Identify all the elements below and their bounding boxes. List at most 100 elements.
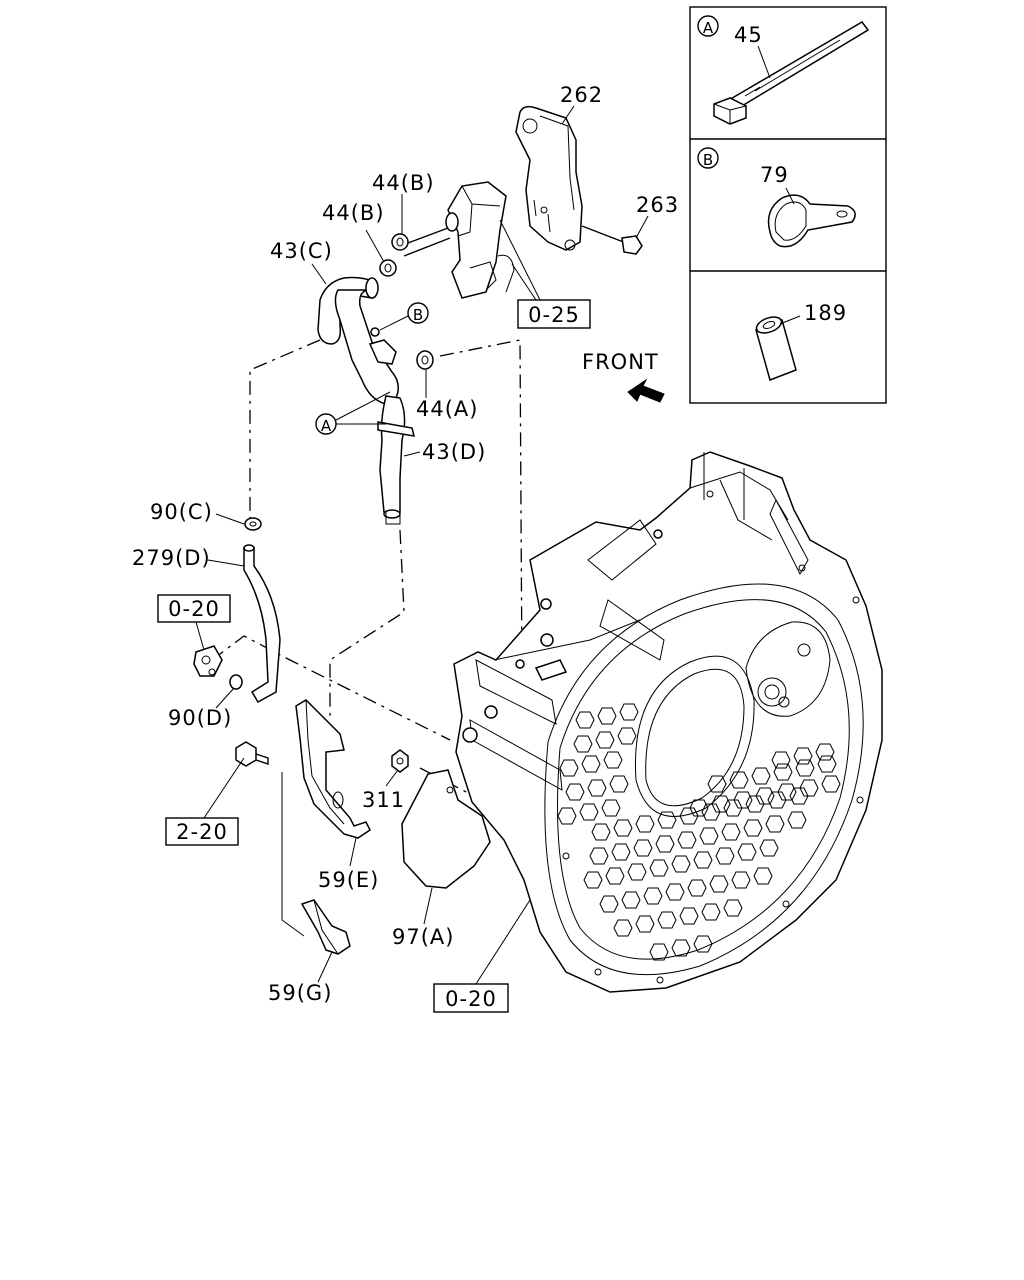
ref-2-20: 2-20 xyxy=(176,820,228,844)
grille-cell xyxy=(767,791,787,809)
front-arrow-icon xyxy=(627,378,665,403)
clamp-90d xyxy=(229,674,243,690)
grille-cell xyxy=(559,759,579,777)
grille-cell xyxy=(635,815,655,833)
grille-cell xyxy=(709,875,729,893)
grille-cell xyxy=(693,851,713,869)
grille-cell xyxy=(751,767,771,785)
valve-module xyxy=(445,181,515,299)
legend-panel: A 45 B 79 189 xyxy=(689,6,887,404)
grille-cell xyxy=(587,779,607,797)
grille-cell xyxy=(575,711,595,729)
cable-tie-icon xyxy=(713,21,870,125)
grille-cell xyxy=(687,879,707,897)
grille-cell xyxy=(599,895,619,913)
grille-cell xyxy=(591,823,611,841)
ref-box-0-25 xyxy=(517,299,591,329)
grille-cell xyxy=(693,935,713,953)
hose-43d xyxy=(379,395,406,525)
transmission-housing xyxy=(453,451,883,993)
grille-cell xyxy=(671,855,691,873)
grille-cell xyxy=(689,799,709,817)
hose-43c xyxy=(317,276,399,405)
ref-0-20-lower: 0-20 xyxy=(445,987,497,1011)
hose-cable-tie xyxy=(377,421,416,437)
grille-cell xyxy=(715,847,735,865)
callout-311: 311 xyxy=(362,788,405,812)
ref-0-20-upper: 0-20 xyxy=(168,597,220,621)
grille-cell xyxy=(799,779,819,797)
grille-cell xyxy=(665,883,685,901)
grille-cell xyxy=(701,803,721,821)
clip-icon xyxy=(767,194,856,248)
grille-cell xyxy=(753,867,773,885)
grille-cell xyxy=(583,871,603,889)
callout-90d: 90(D) xyxy=(168,706,232,730)
pipe-279d xyxy=(243,544,281,704)
grille-cell xyxy=(787,811,807,829)
grille-cell xyxy=(613,819,633,837)
grille-cell xyxy=(731,871,751,889)
ref-0-25: 0-25 xyxy=(528,303,580,327)
clamp-44b-lower xyxy=(379,259,397,277)
grille-cell xyxy=(789,787,809,805)
grille-cell xyxy=(573,735,593,753)
grille-cell xyxy=(745,795,765,813)
grille-cell xyxy=(737,843,757,861)
grille-cell xyxy=(609,775,629,793)
grille-cell xyxy=(617,727,637,745)
grille-cell xyxy=(701,903,721,921)
grille-cell xyxy=(679,907,699,925)
nut-311 xyxy=(391,749,409,773)
mark-a: A xyxy=(321,417,332,435)
grille-cell xyxy=(613,919,633,937)
callout-262: 262 xyxy=(560,83,603,107)
legend-part-79: 79 xyxy=(760,163,789,187)
grille-cell xyxy=(635,915,655,933)
plate-97a xyxy=(401,769,491,889)
pipe-fitting xyxy=(193,645,223,677)
bolt-263 xyxy=(581,225,643,255)
grille-cell xyxy=(579,803,599,821)
hose-bracket xyxy=(368,339,397,365)
bracket-262 xyxy=(515,105,583,251)
ref-box-0-20-lower xyxy=(433,983,509,1013)
bracket-59g xyxy=(300,899,351,955)
grille-cell xyxy=(679,807,699,825)
mark-b: B xyxy=(413,306,423,324)
grille-cell xyxy=(817,755,837,773)
grille-cell xyxy=(795,759,815,777)
grille-cell xyxy=(721,823,741,841)
callout-59g: 59(G) xyxy=(268,981,332,1005)
grille-cell xyxy=(707,775,727,793)
grille-cell xyxy=(765,815,785,833)
grille-cell xyxy=(557,807,577,825)
grille-cell xyxy=(755,787,775,805)
grille-cell xyxy=(723,799,743,817)
clamp-44a xyxy=(416,350,434,370)
housing-grille xyxy=(557,703,841,961)
grille-cell xyxy=(595,731,615,749)
grille-cell xyxy=(759,839,779,857)
bracket-59e xyxy=(295,699,371,839)
grille-cell xyxy=(605,867,625,885)
grille-cell xyxy=(821,775,841,793)
ref-box-2-20 xyxy=(165,817,239,846)
grille-cell xyxy=(777,783,797,801)
callout-59e: 59(E) xyxy=(318,868,379,892)
grille-cell xyxy=(601,799,621,817)
legend-part-189: 189 xyxy=(804,301,847,325)
bolt-2-20 xyxy=(235,741,269,767)
callout-44b-lower: 44(B) xyxy=(322,201,385,225)
grille-cell xyxy=(657,811,677,829)
grille-cell xyxy=(643,887,663,905)
legend-mark-b: B xyxy=(703,151,713,169)
grille-cell xyxy=(627,863,647,881)
grille-cell xyxy=(621,891,641,909)
clamp-44b-upper xyxy=(391,233,409,251)
grille-cell xyxy=(649,943,669,961)
grille-cell xyxy=(773,763,793,781)
legend-part-45: 45 xyxy=(734,23,763,47)
callout-44b-upper: 44(B) xyxy=(372,171,435,195)
